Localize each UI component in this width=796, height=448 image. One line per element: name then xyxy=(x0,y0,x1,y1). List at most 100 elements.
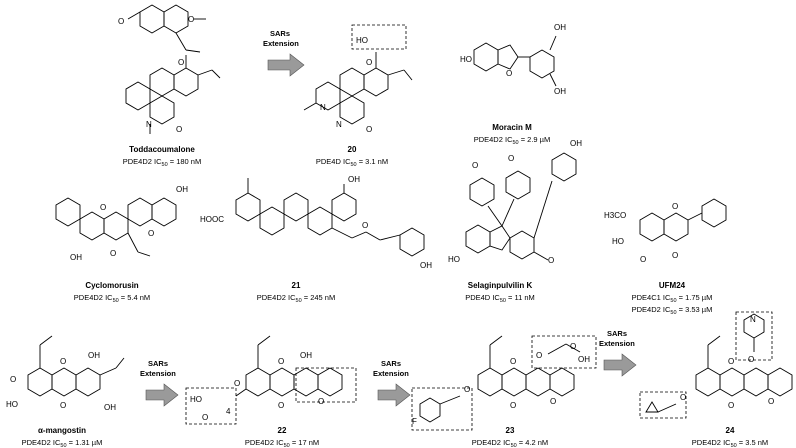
atom-label: O xyxy=(202,413,208,422)
structure-alpha-mangostin: OH O O HO OH O xyxy=(6,335,125,412)
atom-label: O xyxy=(672,251,678,260)
atom-label: O xyxy=(728,401,734,410)
atom-label: O xyxy=(176,125,182,134)
atom-label: N xyxy=(146,120,152,129)
sar-arrow xyxy=(603,353,637,377)
compound-activity: PDE4D2 IC50 = 245 nM xyxy=(257,293,335,304)
compound-name: Cyclomorusin xyxy=(85,281,138,290)
atom-label: OH xyxy=(578,355,590,364)
compound-activity: PDE4C1 IC50 = 1.75 µM xyxy=(632,293,713,304)
atom-label: O xyxy=(148,229,154,238)
atom-label: OH xyxy=(554,87,566,96)
atom-label: OH xyxy=(570,139,582,148)
compound-activity: PDE4D2 IC50 = 17 nM xyxy=(245,438,319,448)
compound-activity-2: PDE4D2 IC50 = 3.53 µM xyxy=(632,305,713,316)
sar-label: Extension xyxy=(599,339,635,348)
structure-ufm24: H3CO HO O O O xyxy=(604,198,727,264)
atom-label: O xyxy=(748,355,754,364)
sar-arrow xyxy=(377,383,411,407)
atom-label: O xyxy=(118,17,124,26)
atom-label: OH xyxy=(348,175,360,184)
compound-activity: PDE4D2 IC50 = 180 nM xyxy=(123,157,201,168)
atom-label: O xyxy=(508,154,514,163)
structure-22: HO O 4 O O OH O O xyxy=(185,335,357,425)
atom-label: OH xyxy=(176,185,188,194)
structure-20: HO O N N O xyxy=(303,24,413,134)
atom-label: O xyxy=(640,255,646,264)
structure-moracin-m: HO O OH OH xyxy=(460,23,566,96)
atom-label: O xyxy=(110,249,116,258)
compound-name: UFM24 xyxy=(659,281,686,290)
compound-name: α-mangostin xyxy=(38,426,86,435)
atom-label: O xyxy=(178,58,184,67)
atom-label: OH xyxy=(104,403,116,412)
atom-label: OH xyxy=(88,351,100,360)
atom-label: F xyxy=(412,417,417,426)
sar-arrow xyxy=(145,383,179,407)
sar-label: SARs xyxy=(148,359,168,368)
atom-label: O xyxy=(510,357,516,366)
compound-activity: PDE4D IC50 = 11 nM xyxy=(465,293,535,304)
atom-label: N xyxy=(750,315,756,324)
structure-24: N O O O O O xyxy=(639,311,793,419)
atom-label: OH xyxy=(300,351,312,360)
atom-label: N xyxy=(320,103,326,112)
atom-label: O xyxy=(464,385,470,394)
structure-23: F O O OH O O O O xyxy=(411,335,597,431)
atom-label: HO xyxy=(612,237,624,246)
atom-label: O xyxy=(362,221,368,230)
atom-label: O xyxy=(278,357,284,366)
atom-label: O xyxy=(510,401,516,410)
modification-box xyxy=(639,391,687,419)
modification-box xyxy=(295,367,357,403)
atom-label: OH xyxy=(70,253,82,262)
atom-label: O xyxy=(680,393,686,402)
compound-name: 20 xyxy=(348,145,357,154)
atom-label: O xyxy=(550,397,556,406)
sar-arrow xyxy=(267,53,305,77)
atom-label: O xyxy=(506,69,512,78)
modification-box xyxy=(351,24,407,50)
atom-label: O xyxy=(536,351,542,360)
sar-label: Extension xyxy=(263,39,299,48)
atom-label: HOOC xyxy=(200,215,224,224)
atom-label: HO xyxy=(460,55,472,64)
atom-label: O xyxy=(60,357,66,366)
atom-label: O xyxy=(472,161,478,170)
atom-label: HO xyxy=(190,395,202,404)
compound-name: 21 xyxy=(292,281,301,290)
compound-activity: PDE4D2 IC50 = 2.9 µM xyxy=(474,135,551,146)
compound-name: 23 xyxy=(506,426,515,435)
compound-activity: PDE4D2 IC50 = 5.4 nM xyxy=(74,293,150,304)
atom-label: O xyxy=(366,58,372,67)
compound-name: 24 xyxy=(726,426,735,435)
atom-label: O xyxy=(548,256,554,265)
atom-label: 4 xyxy=(226,407,231,416)
modification-box xyxy=(411,387,473,431)
atom-label: O xyxy=(10,375,16,384)
sar-label: Extension xyxy=(373,369,409,378)
atom-label: OH xyxy=(554,23,566,32)
compound-name: Toddacoumalone xyxy=(129,145,195,154)
atom-label: OH xyxy=(420,261,432,270)
atom-label: H3CO xyxy=(604,211,626,220)
compound-name: Moracin M xyxy=(492,123,532,132)
structure-cyclomorusin: O O O OH OH xyxy=(55,185,188,262)
structure-selaginpulvilin-k: HO O O O OH xyxy=(448,139,582,265)
modification-box xyxy=(735,311,773,361)
atom-label: HO xyxy=(6,400,18,409)
structure-toddacoumalone: O O O O N xyxy=(118,4,221,134)
sar-label: SARs xyxy=(381,359,401,368)
compound-activity: PDE4D IC50 = 3.1 nM xyxy=(316,157,388,168)
compound-name: Selaginpulvilin K xyxy=(468,281,533,290)
sar-label: Extension xyxy=(140,369,176,378)
atom-label: O xyxy=(234,379,240,388)
modification-box xyxy=(531,335,597,369)
atom-label: O xyxy=(570,342,576,351)
compound-name: 22 xyxy=(278,426,287,435)
atom-label: O xyxy=(366,125,372,134)
sar-label: SARs xyxy=(270,29,290,38)
compound-activity: PDE4D2 IC50 = 4.2 nM xyxy=(472,438,548,448)
modification-box xyxy=(185,387,237,425)
